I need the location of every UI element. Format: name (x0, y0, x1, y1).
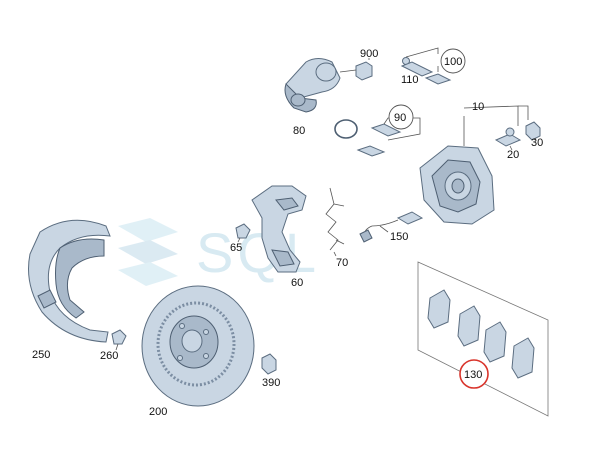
label-130: 130 (464, 369, 482, 381)
part-65-bolt: 65 (230, 223, 251, 254)
part-110-100-bolts: 110 100 (400, 47, 466, 86)
label-100: 100 (444, 56, 462, 68)
watermark-text: SQL (196, 221, 320, 284)
label-90: 90 (394, 112, 406, 124)
watermark-logo-icon (118, 218, 178, 286)
part-80-motor: 80 (284, 58, 357, 137)
part-10-caliper: 10 (419, 101, 529, 225)
watermark: SQL (118, 218, 320, 286)
label-20: 20 (507, 149, 519, 161)
label-70: 70 (336, 257, 348, 269)
part-250-splash-shield: 250 (28, 219, 111, 361)
label-390: 390 (262, 377, 280, 389)
label-60: 60 (291, 277, 303, 289)
part-390-nut: 390 (261, 353, 280, 389)
label-10: 10 (472, 101, 484, 113)
callout-circle-130 (459, 359, 489, 389)
part-900: 900 (355, 48, 378, 81)
label-250: 250 (32, 349, 50, 361)
callout-circle-90 (388, 104, 414, 130)
callout-circle-100 (440, 48, 466, 74)
label-900: 900 (360, 48, 378, 60)
part-60-carrier-bracket: 60 (251, 185, 307, 289)
label-150: 150 (390, 231, 408, 243)
part-20-30-pins: 20 30 (494, 121, 543, 161)
part-130-brake-pads: 130 (417, 261, 549, 417)
label-260: 260 (100, 350, 118, 362)
part-70-spring-clip: 70 (325, 187, 348, 269)
part-200-brake-disc: 200 (141, 285, 255, 418)
part-90-seal-bolts: 90 (334, 104, 421, 157)
pad-set-frame (417, 261, 549, 417)
label-200: 200 (149, 406, 167, 418)
label-30: 30 (531, 137, 543, 149)
part-150-wear-sensor: 150 (359, 211, 424, 243)
label-110: 110 (401, 74, 419, 86)
label-80: 80 (293, 125, 305, 137)
part-260-screw: 260 (100, 329, 127, 362)
label-65: 65 (230, 242, 242, 254)
